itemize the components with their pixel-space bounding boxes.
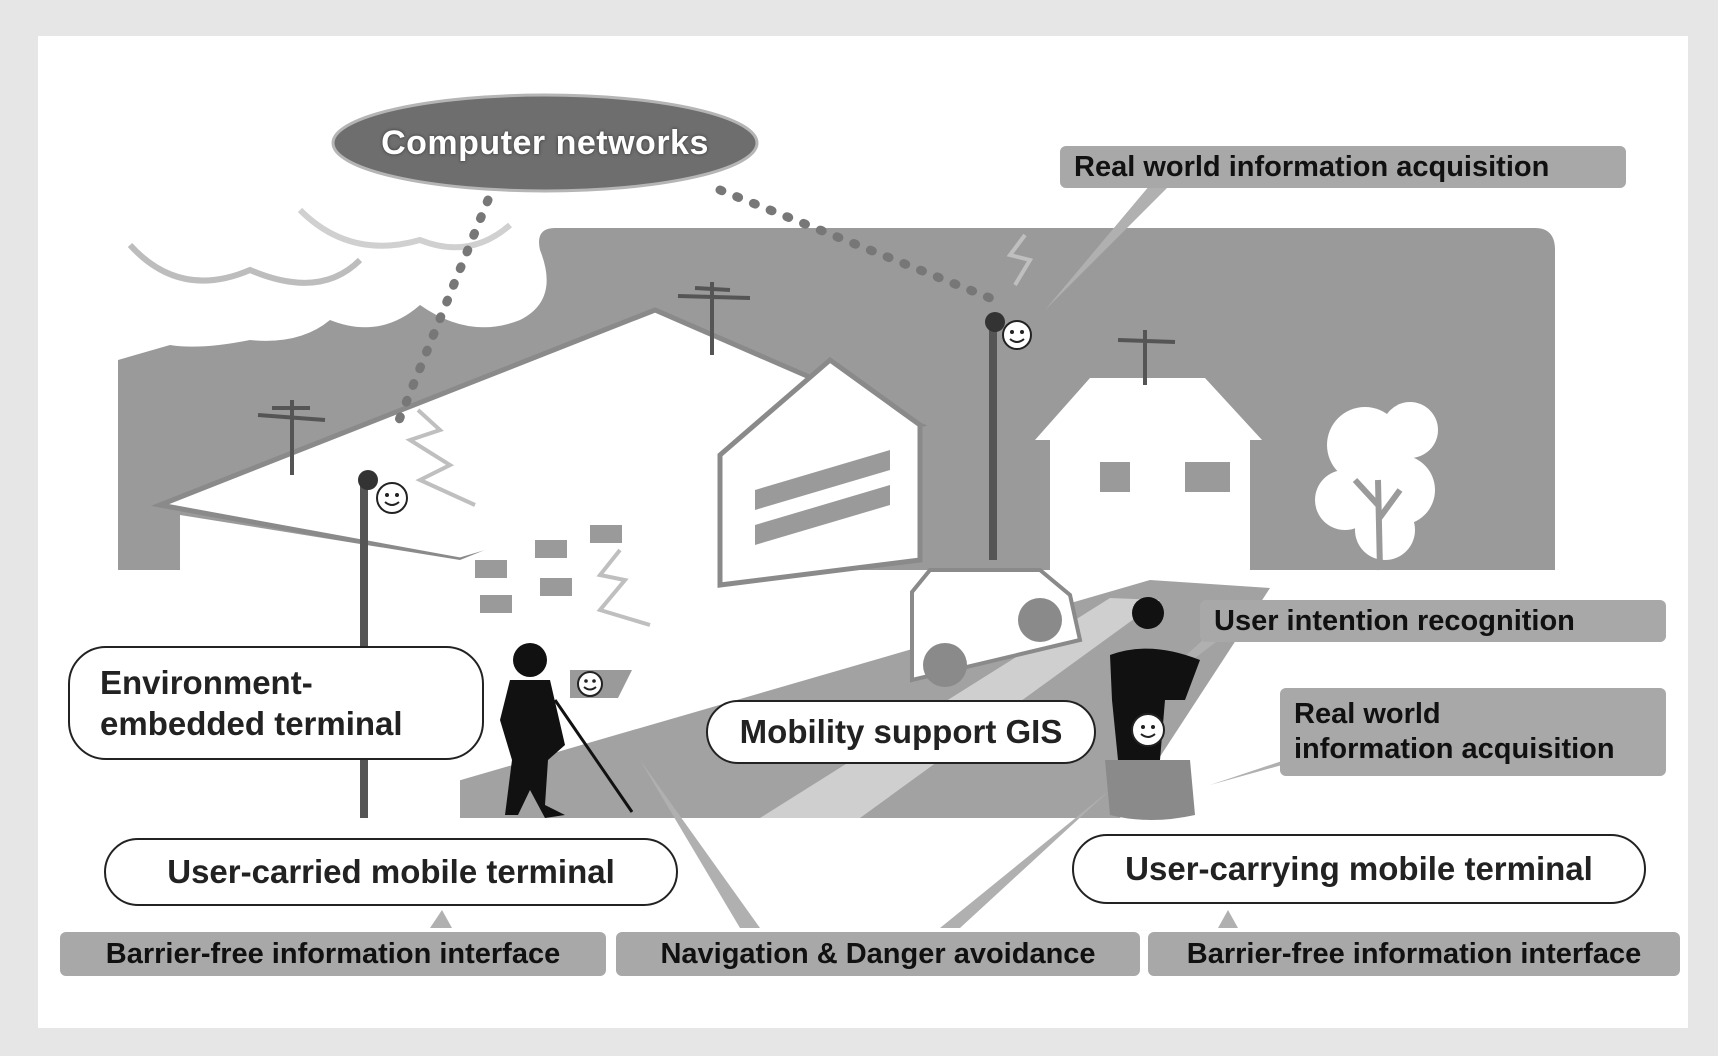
smiley-icon [1002,320,1032,350]
real-world-acquisition-right-label: Real world information acquisition [1280,688,1666,776]
env-terminal-line2: embedded terminal [100,705,403,742]
smiley-icon [376,482,408,514]
real-world-right-line1: Real world [1294,697,1441,730]
cloud [127,242,363,286]
sensor-right-icon [985,312,1005,332]
cloud [297,207,512,251]
real-world-acquisition-top-label: Real world information acquisition [1060,146,1626,188]
antenna-icons [257,282,1176,475]
house-roof [1035,378,1262,440]
network-oval [331,93,759,193]
mobility-gis-pill: Mobility support GIS [706,700,1096,764]
tree-trunk [1352,477,1403,571]
env-terminal-line1: Environment- [100,663,313,701]
tree [1315,402,1438,560]
network-label: Computer networks [381,123,709,162]
network-links [390,185,1000,435]
barrier-free-left-label: Barrier-free information interface [60,932,606,976]
signal-bolt-icons [405,233,1034,627]
building-windows [475,450,890,613]
navigation-label: Navigation & Danger avoidance [616,932,1140,976]
building-side [460,455,720,660]
environment-terminal-pill: Environment- embedded terminal [68,646,484,760]
user-intention-label: User intention recognition [1200,600,1666,642]
user-carrying-terminal-pill: User-carrying mobile terminal [1072,834,1646,904]
blind-person-icon [500,643,565,818]
smiley-icon [577,671,603,697]
barrier-free-right-label: Barrier-free information interface [1148,932,1680,976]
cane [553,699,634,813]
house-body [1050,440,1250,575]
real-world-right-line2: information acquisition [1294,733,1615,765]
sensor-left-icon [358,470,378,490]
car-icon [910,568,1083,687]
wheelchair-user-icon [1105,597,1200,820]
house-window [1185,462,1230,492]
user-carried-terminal-pill: User-carried mobile terminal [104,838,678,906]
house-window [1100,462,1130,492]
